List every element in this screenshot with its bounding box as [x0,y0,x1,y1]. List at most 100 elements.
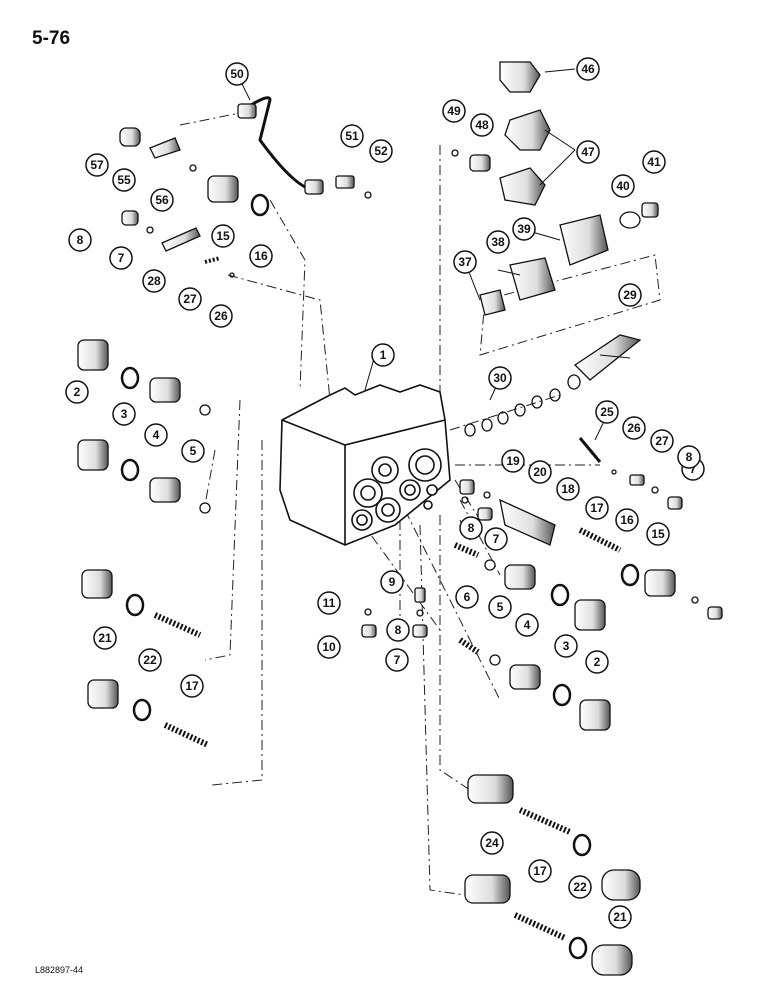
callout-19: 19 [501,449,525,473]
seal-30-a [464,423,476,437]
callout-5-mid: 5 [488,595,512,619]
svg-text:2: 2 [74,385,81,399]
part-19 [459,479,475,495]
svg-text:11: 11 [323,596,336,610]
part-10 [361,624,377,638]
callout-37: 37 [453,250,477,274]
callout-2-mid: 2 [585,650,609,674]
part-25 [578,437,602,463]
svg-text:3: 3 [121,407,128,421]
part-21-bottom [87,679,119,709]
valve-body [279,384,451,546]
callout-38: 38 [486,230,510,254]
callout-39: 39 [512,217,536,241]
part-4-bottom [149,477,181,503]
callout-24: 24 [480,831,504,855]
part-4-mid-top [504,564,536,590]
spring-17-right [578,527,622,553]
part-48 [469,154,491,172]
callout-4-left: 4 [144,423,168,447]
callout-17-right: 17 [585,496,609,520]
svg-text:3: 3 [563,639,570,653]
svg-text:16: 16 [254,249,268,263]
callout-50: 50 [225,62,249,86]
part-22-top [125,593,145,617]
callout-7-left: 7 [109,246,133,270]
svg-text:8: 8 [468,521,475,535]
callout-11: 11 [317,591,341,615]
part-15-top [207,175,239,203]
svg-text:4: 4 [153,428,160,442]
callout-7-mid: 7 [484,527,508,551]
callout-3-left: 3 [112,402,136,426]
svg-text:5: 5 [190,444,197,458]
svg-text:5: 5 [497,600,504,614]
svg-text:9: 9 [389,575,396,589]
svg-text:22: 22 [573,880,587,894]
svg-text:15: 15 [216,229,230,243]
svg-text:48: 48 [475,118,489,132]
svg-text:51: 51 [345,129,359,143]
part-21-right-bottom [591,944,633,976]
svg-text:17: 17 [533,864,547,878]
svg-text:49: 49 [447,104,461,118]
part-8-right [651,486,659,494]
callout-5-left: 5 [181,439,205,463]
callout-51: 51 [340,124,364,148]
part-29 [573,334,642,381]
callout-6: 6 [455,585,479,609]
svg-text:40: 40 [616,179,630,193]
svg-text:15: 15 [651,527,665,541]
callouts: 1 2 2 3 3 4 4 5 5 6 7 7 7 7 8 8 8 8 9 10… [65,57,705,929]
svg-text:37: 37 [458,255,472,269]
part-21-top [81,569,113,599]
callout-41: 41 [642,150,666,174]
part-52 [364,191,372,199]
svg-text:26: 26 [627,421,641,435]
callout-55: 55 [112,168,136,192]
part-22-bottom [132,698,152,722]
callout-27-right: 27 [650,429,674,453]
part-2-top [77,339,109,371]
svg-text:21: 21 [98,631,112,645]
callout-25: 25 [595,400,619,424]
spring-6-bottom [458,637,480,655]
part-7-right [667,496,683,510]
part-18 [499,498,556,546]
svg-text:16: 16 [620,513,634,527]
svg-text:56: 56 [155,193,169,207]
part-5-mid-bottom [489,654,501,666]
callout-20: 20 [528,460,552,484]
svg-text:18: 18 [561,482,575,496]
callout-8-right: 8 [677,445,701,469]
svg-text:1: 1 [380,348,387,362]
part-16-right [620,563,640,587]
part-3-top [120,366,140,390]
callout-21-right: 21 [608,905,632,929]
part-28 [161,227,201,252]
part-39 [559,214,609,266]
callout-46: 46 [576,57,600,81]
callout-48: 48 [470,113,494,137]
callout-27-top: 27 [178,287,202,311]
part-9 [414,587,426,603]
svg-text:30: 30 [493,371,507,385]
part-27-top [204,256,221,264]
callout-15-right: 15 [646,522,670,546]
callout-52: 52 [369,139,393,163]
part-2-mid-bottom [579,699,611,731]
callout-15-top: 15 [211,224,235,248]
part-22-right-bottom [568,936,588,960]
callout-4-mid: 4 [515,613,539,637]
svg-text:17: 17 [185,679,199,693]
spring-17-left-bottom [163,722,210,748]
callout-57: 57 [85,153,109,177]
assembly-lines [179,111,661,896]
part-5-top [199,404,211,416]
part-7-mid [477,507,493,521]
part-3-mid-top [550,583,570,607]
svg-text:28: 28 [147,274,161,288]
part-26-top [229,272,235,278]
spring-17-left-top [153,612,202,638]
svg-text:4: 4 [524,618,531,632]
